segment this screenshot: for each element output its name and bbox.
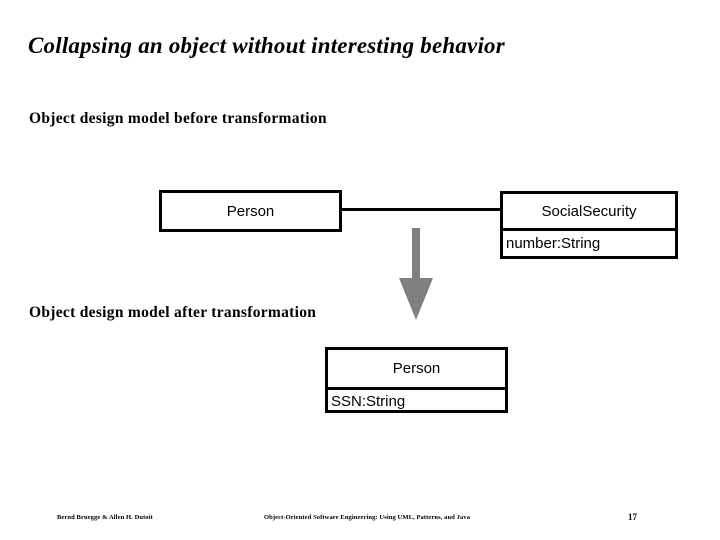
footer-book-title: Object-Oriented Software Engineering: Us… <box>264 514 471 521</box>
footer-authors: Bernd Bruegge & Allen H. Dutoit <box>57 514 153 521</box>
uml-class-name: Person <box>226 202 275 220</box>
section-caption-after: Object design model after transformation <box>29 304 317 321</box>
uml-class-person-before: Person <box>159 190 342 232</box>
uml-class-attribute: SSN:String <box>328 387 505 413</box>
uml-class-name: SocialSecurity <box>541 202 637 220</box>
section-caption-before: Object design model before transformatio… <box>29 110 327 127</box>
uml-class-name: Person <box>392 360 441 377</box>
down-arrow-icon <box>393 228 439 320</box>
uml-class-attribute: number:String <box>503 228 675 256</box>
association-line <box>341 208 501 211</box>
page-title: Collapsing an object without interesting… <box>28 33 505 58</box>
footer-page-number: 17 <box>628 512 637 522</box>
uml-class-person-after: Person SSN:String <box>325 347 508 413</box>
uml-class-socialsecurity: SocialSecurity number:String <box>500 191 678 259</box>
